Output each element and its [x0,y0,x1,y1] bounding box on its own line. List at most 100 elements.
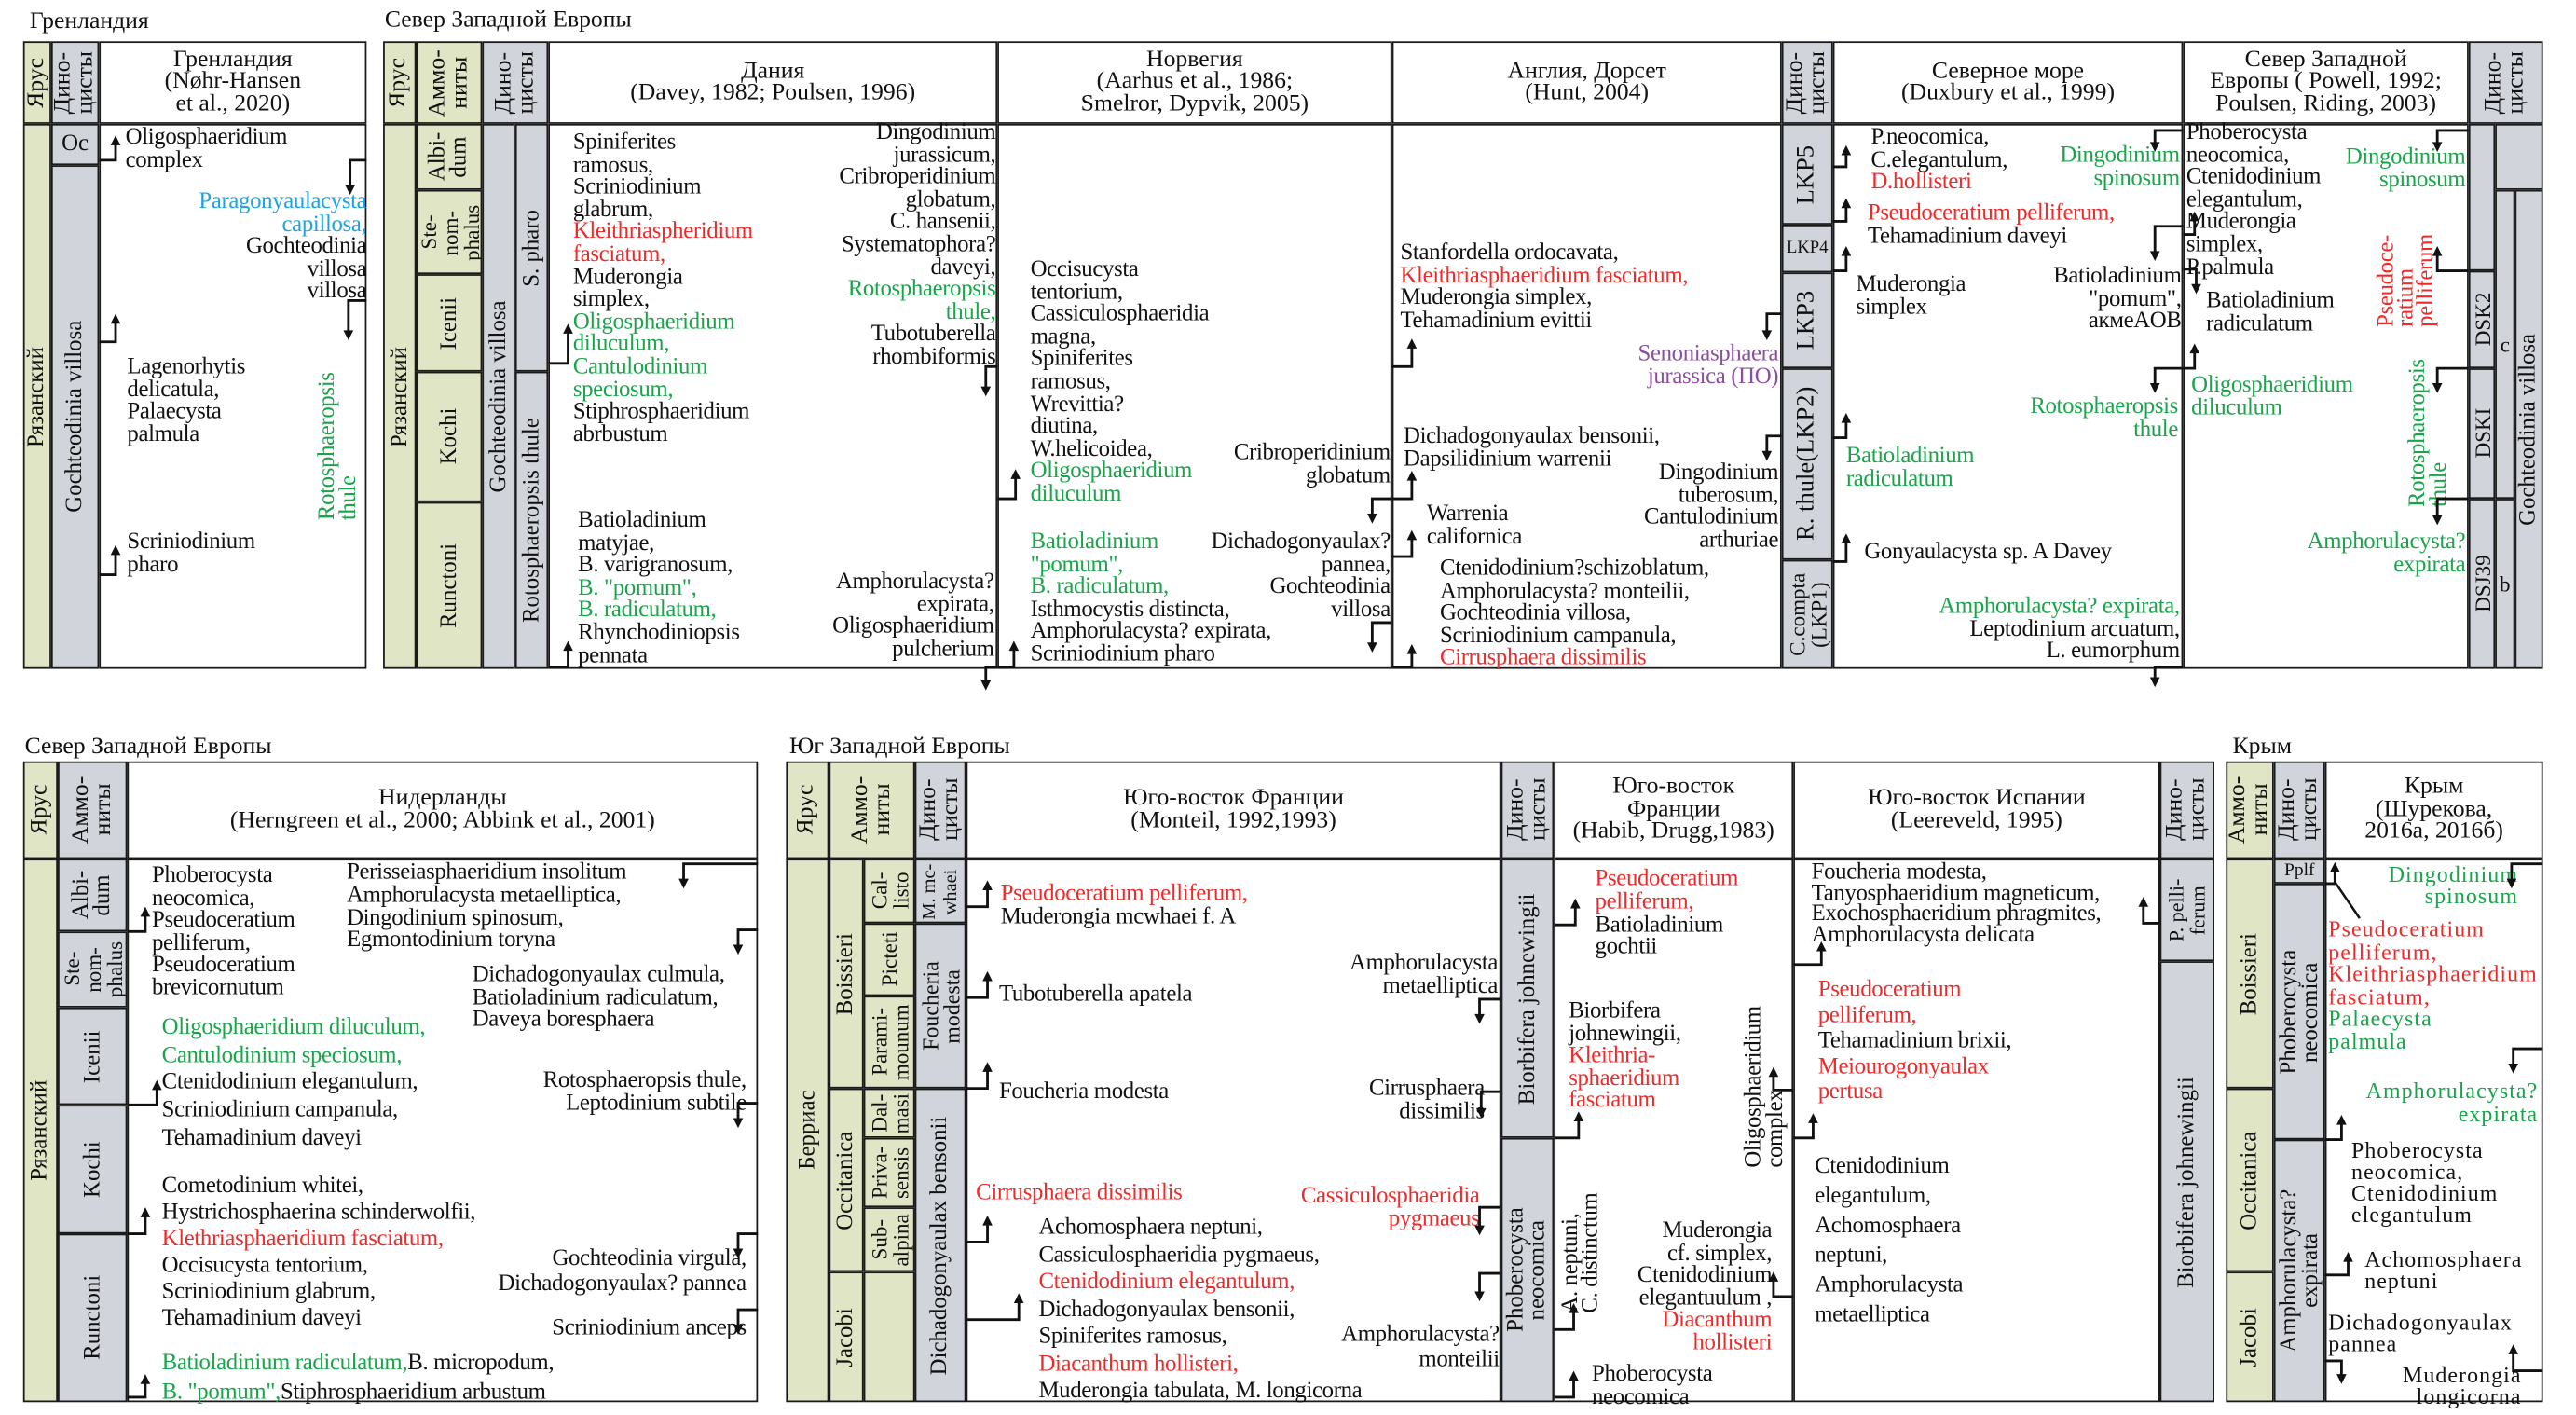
zone-cell-jacobi: Jacobi [829,1271,864,1403]
column-header-dino: Дино-цисты [2468,41,2543,124]
cell-label-line: c [2500,332,2510,357]
taxon-line: Scriniodinium pharo [1030,642,1215,667]
zone-cell-paramimounum: Parami-mounum [863,996,915,1089]
taxon-line: radiculatum [2206,311,2313,337]
cell-label-line: whaei [940,868,961,914]
column-header-northsea: Северное море(Duxbury et al., 1999) [1832,41,2184,124]
taxon-line: Cantulodinium [1643,505,1779,531]
column-header-ammo: Аммо-ниты [2226,761,2274,859]
cell-label-line: DSK2 [2469,293,2495,347]
cell-label-line: Ярус [25,785,53,836]
cell-label-line: Priva- [866,1146,891,1200]
cell-label-line: Берриас [795,1091,820,1171]
taxon-line: Tubotuberella [870,323,996,348]
taxon-line: Muderongia [1662,1218,1773,1244]
taxon-line: B. radiculatum, [1030,574,1170,600]
cell-label-line: цисты [1524,778,1551,842]
cell-label-line: Boissieri [833,932,859,1015]
taxon-line: neocomica, [152,886,255,912]
cell-label-line: (Habib, Drugg,1983) [1572,817,1774,845]
taxon-line: palmula [2328,1027,2407,1053]
zone-cell-runctoni: Runctoni [58,1233,128,1403]
cell-label-line: LKP4 [1787,239,1829,258]
taxon-name: B. "pomum", [161,1381,281,1406]
cell-label-line: Occitanica [833,1130,859,1230]
zone-cell-s-pharo: S. pharo [514,123,549,372]
taxon-line: Amphorulacysta [1815,1273,1964,1298]
taxon-line: Dingodinium [875,120,996,145]
taxa-entry-en3: Dichadogonyaulax bensonii,Dapsilidinium … [1404,426,1660,471]
cell-label-line: Гренландия [172,46,293,73]
taxa-entry-en1: Stanfordella ordocavata,Kleithriasphaeri… [1400,242,1688,332]
cell-label-line: alpina [887,1213,912,1266]
taxon-line: Phoberocysta [1592,1362,1713,1388]
taxon-line: Meiourogonyaulax [1817,1054,1989,1079]
taxon-line: Rotosphaeropsis [315,372,340,521]
taxon-line: Muderongia [572,265,683,291]
taxon-line: Dichadogonyaulax bensonii, [1404,424,1660,449]
taxon-line: Scriniodinium anceps [552,1316,747,1341]
cell-label-line: Boissieri [2237,932,2263,1015]
taxon-line: Scriniodinium [572,175,702,200]
cell-label-line: nom- [436,209,462,255]
taxon-line: Tehamadinium brixii, [1817,1028,2012,1054]
cell-label-line: цисты [72,50,99,115]
cell-label-line: b [2500,571,2511,597]
taxon-line: pelliferum, [1595,889,1694,915]
zone-cell-pplf: Pplf [2273,859,2325,884]
taxon-line: diluculum, [572,332,670,358]
cell-label-line: Runctoni [436,543,462,628]
taxon-line: Amphorulacysta [1350,951,1499,977]
cell-label-line: masi [887,1092,912,1133]
column-header-stage: Ярус [383,41,417,124]
table-cell [2468,123,2496,271]
taxon-line: Spiniferites ramosus, [1038,1324,1227,1350]
taxa-entry-mt1: Pseudoceratium pelliferum,Muderongia mcw… [1000,883,1248,930]
section-title-sw-europe: Юг Западной Европы [788,733,1010,761]
cell-label-line: Юго-восток [1612,773,1735,800]
taxon-line: Ctenidodinium [1637,1263,1773,1289]
cell-label-line: (Davey, 1982; Poulsen, 1996) [630,79,916,106]
taxon-line: Batioladinium [578,508,706,534]
taxa-entry-nl5: Rotosphaeropsis thule,Leptodinium subtil… [543,1070,747,1115]
cell-label-line: (Monteil, 1992,1993) [1130,806,1336,833]
zone-cell-c: c [2495,189,2515,500]
cell-label-line: Ste- [416,214,441,250]
cell-label-line: цисты [2295,778,2323,842]
taxon-line: thule [2427,462,2453,507]
taxa-entry-ns9: Amphorulacysta? expirata,Leptodinium arc… [1939,596,2180,664]
taxon-line: Amphorulacysta? [2307,529,2466,556]
taxon-line: tentorium, [1030,280,1123,306]
taxon-line: Cassiculosphaeridia [1300,1184,1480,1209]
cell-label-line: Albi- [426,132,451,182]
taxon-line: expirata [2458,1100,2539,1126]
taxon-line: neocomica [1592,1384,1690,1410]
cell-label-line: Рязанский [387,346,413,447]
taxon-line: Muderongia mcwhaei f. A [1000,904,1237,930]
zone-cell-berrias: Берриас [786,859,829,1403]
taxon-line: Pseudoceratium [2328,916,2485,941]
taxon-line: Tanyosphaeridium magneticum, [1811,881,2101,906]
taxa-entry-nl6: Cometodinium whitei,Hystrichosphaerina s… [162,1175,476,1333]
taxa-entry-sp1: Foucheria modesta,Tanyosphaeridium magne… [1811,861,2102,947]
taxon-line: Palaecysta [2328,1006,2432,1031]
cell-label-line: Icenii [436,296,462,350]
zone-cell-stenomphalus: Ste-nom-phalus [416,189,483,275]
taxon-line: ramosus, [1030,369,1111,395]
taxon-line: elegantulum [2351,1202,2473,1228]
taxon-line: metaelliptica [1382,974,1499,999]
section-title-greenland: Гренландия [29,7,149,35]
taxa-entry-hb5: A. neptuni,C. distinctum [1559,1156,1604,1312]
cell-label-line: Occitanica [2237,1130,2263,1230]
taxa-entry-ns1: P.neocomica,C.elegantulum,D.hollisteri [1870,127,2007,194]
taxon-line: Spiniferites [572,130,676,156]
taxon-line: californica [1426,524,1523,550]
taxon-line: pelliferum, [152,930,251,955]
